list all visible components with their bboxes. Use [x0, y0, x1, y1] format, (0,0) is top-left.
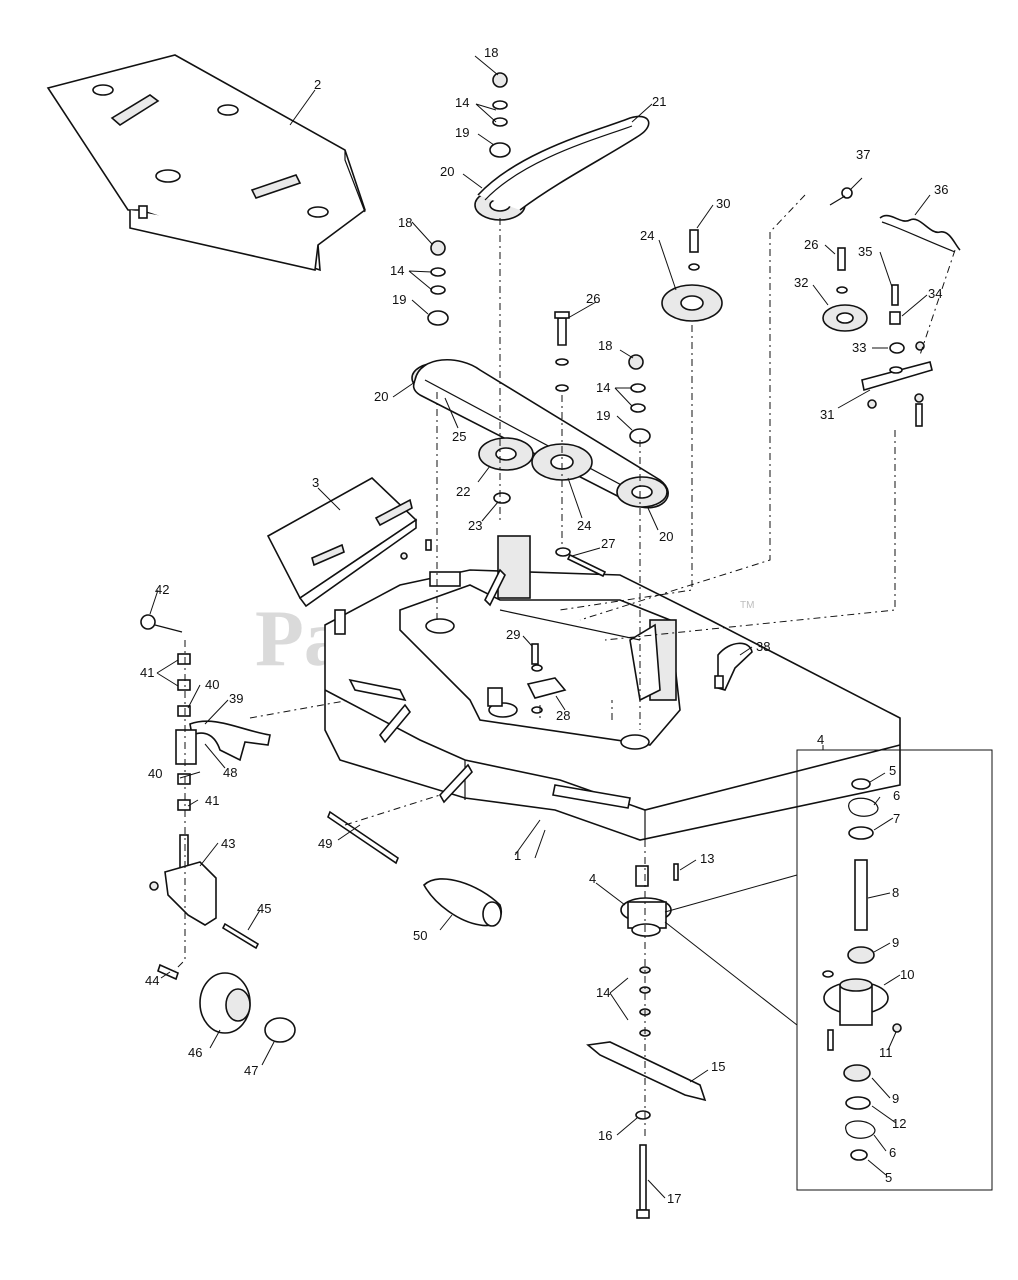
- callout-40-b: 40: [148, 766, 162, 781]
- callout-20-b: 20: [374, 389, 388, 404]
- callout-27: 27: [601, 536, 615, 551]
- idler-arm-assembly[interactable]: [822, 187, 961, 427]
- part-1-deck-housing[interactable]: [324, 535, 901, 841]
- callout-37: 37: [856, 147, 870, 162]
- callout-5-top: 5: [889, 763, 896, 778]
- caster-wheel-assembly[interactable]: [140, 614, 296, 1043]
- callout-14-a: 14: [455, 95, 469, 110]
- callout-49: 49: [318, 836, 332, 851]
- callout-7: 7: [893, 811, 900, 826]
- callout-4-spindle: 4: [589, 871, 596, 886]
- callout-18-a: 18: [484, 45, 498, 60]
- callout-29: 29: [506, 627, 520, 642]
- callout-42: 42: [155, 582, 169, 597]
- callout-48: 48: [223, 765, 237, 780]
- callout-41-b: 41: [205, 793, 219, 808]
- callout-4-box: 4: [817, 732, 824, 747]
- callout-45: 45: [257, 901, 271, 916]
- callout-34: 34: [928, 286, 942, 301]
- callout-44: 44: [145, 973, 159, 988]
- callout-39: 39: [229, 691, 243, 706]
- callout-28: 28: [556, 708, 570, 723]
- part-2-deck-cover[interactable]: [46, 54, 366, 272]
- callout-14-b: 14: [390, 263, 404, 278]
- callout-1: 1: [514, 848, 521, 863]
- callout-14-d: 14: [596, 985, 610, 1000]
- callout-19-a: 19: [455, 125, 469, 140]
- callout-6-top: 6: [893, 788, 900, 803]
- callout-10: 10: [900, 967, 914, 982]
- callout-31: 31: [820, 407, 834, 422]
- callout-22: 22: [456, 484, 470, 499]
- callout-2: 2: [314, 77, 321, 92]
- part-26-bolt-center[interactable]: [554, 311, 570, 392]
- part-25-drive-belt[interactable]: [412, 359, 669, 509]
- callout-25: 25: [452, 429, 466, 444]
- callout-11: 11: [879, 1045, 893, 1060]
- callout-24-b: 24: [640, 228, 654, 243]
- callout-43: 43: [221, 836, 235, 851]
- callout-47: 47: [244, 1063, 258, 1078]
- callout-20-c: 20: [659, 529, 673, 544]
- callout-6-bottom: 6: [889, 1145, 896, 1160]
- alignment-lines: [174, 194, 956, 1140]
- callout-40-a: 40: [205, 677, 219, 692]
- callout-36: 36: [934, 182, 948, 197]
- callout-38: 38: [756, 639, 770, 654]
- callout-9-top: 9: [892, 935, 899, 950]
- callout-labels: 1 2 3 4 4 5 5 6 6 7 8 9 9 10 11 12 13 18…: [140, 45, 948, 1206]
- callout-50: 50: [413, 928, 427, 943]
- part-24-idler-pulley[interactable]: [661, 229, 723, 322]
- leader-lines: [149, 55, 931, 1199]
- callout-24-a: 24: [577, 518, 591, 533]
- right-pulley-stack[interactable]: [628, 354, 651, 444]
- top-pulley-stack[interactable]: [474, 72, 650, 221]
- callout-20-a: 20: [440, 164, 454, 179]
- callout-3: 3: [312, 475, 319, 490]
- callout-46: 46: [188, 1045, 202, 1060]
- callout-33: 33: [852, 340, 866, 355]
- callout-8: 8: [892, 885, 899, 900]
- spindle-assembly-installed[interactable]: [586, 863, 707, 1219]
- callout-9-bottom: 9: [892, 1091, 899, 1106]
- callout-26-a: 26: [586, 291, 600, 306]
- callout-17: 17: [667, 1191, 681, 1206]
- callout-18-c: 18: [598, 338, 612, 353]
- part-38-latch[interactable]: [714, 642, 753, 691]
- callout-19-b: 19: [392, 292, 406, 307]
- callout-30: 30: [716, 196, 730, 211]
- callout-41-a: 41: [140, 665, 154, 680]
- callout-15: 15: [711, 1059, 725, 1074]
- callout-32: 32: [794, 275, 808, 290]
- spindle-detail-box: [664, 749, 993, 1191]
- watermark-trademark: TM: [740, 600, 754, 611]
- callout-13: 13: [700, 851, 714, 866]
- callout-35: 35: [858, 244, 872, 259]
- callout-5-bottom: 5: [885, 1170, 892, 1185]
- parts-27-28-29[interactable]: [526, 547, 607, 714]
- callout-12: 12: [892, 1116, 906, 1131]
- callout-26-b: 26: [804, 237, 818, 252]
- callout-21: 21: [652, 94, 666, 109]
- callout-19-c: 19: [596, 408, 610, 423]
- part-3-discharge-chute[interactable]: [266, 477, 432, 608]
- callout-16: 16: [598, 1128, 612, 1143]
- callout-18-b: 18: [398, 215, 412, 230]
- callout-23: 23: [468, 518, 482, 533]
- callout-14-c: 14: [596, 380, 610, 395]
